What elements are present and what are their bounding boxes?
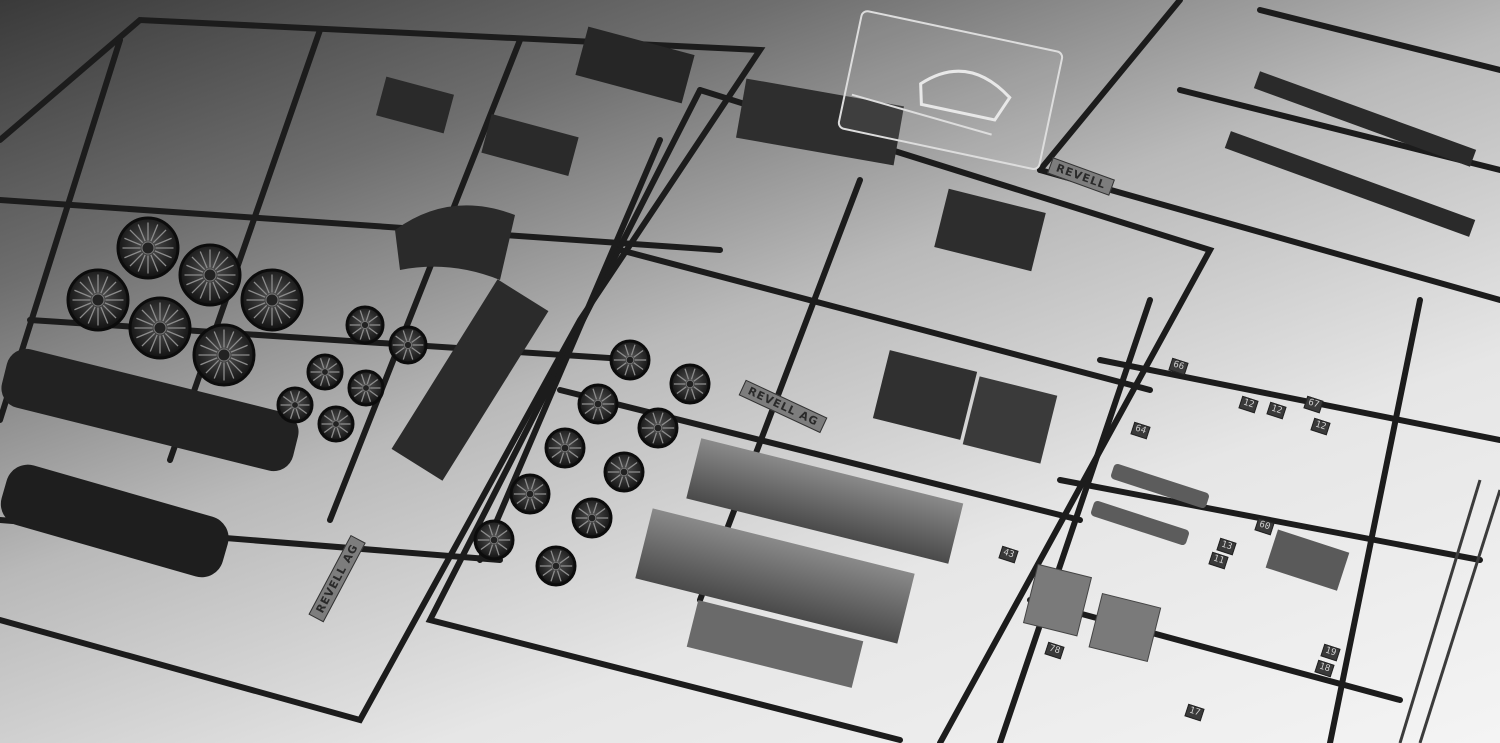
wheel — [276, 386, 314, 424]
wheel — [535, 545, 577, 587]
wheel — [388, 325, 428, 365]
wheel — [317, 405, 355, 443]
clear-sprue — [837, 10, 1064, 170]
wheel — [571, 497, 613, 539]
parts — [0, 26, 1500, 743]
wheel — [347, 369, 385, 407]
wheel — [609, 339, 651, 381]
wheel — [178, 243, 242, 307]
wheel — [669, 363, 711, 405]
wheel — [240, 268, 304, 332]
wheel — [577, 383, 619, 425]
wheel — [509, 473, 551, 515]
wheel — [306, 353, 344, 391]
wheel — [637, 407, 679, 449]
wheel — [128, 296, 192, 360]
wheel — [66, 268, 130, 332]
wheel-parts — [66, 216, 711, 587]
wheel — [345, 305, 385, 345]
wheel — [192, 323, 256, 387]
wheel — [473, 519, 515, 561]
wheel — [116, 216, 180, 280]
wheel — [544, 427, 586, 469]
wheel — [603, 451, 645, 493]
